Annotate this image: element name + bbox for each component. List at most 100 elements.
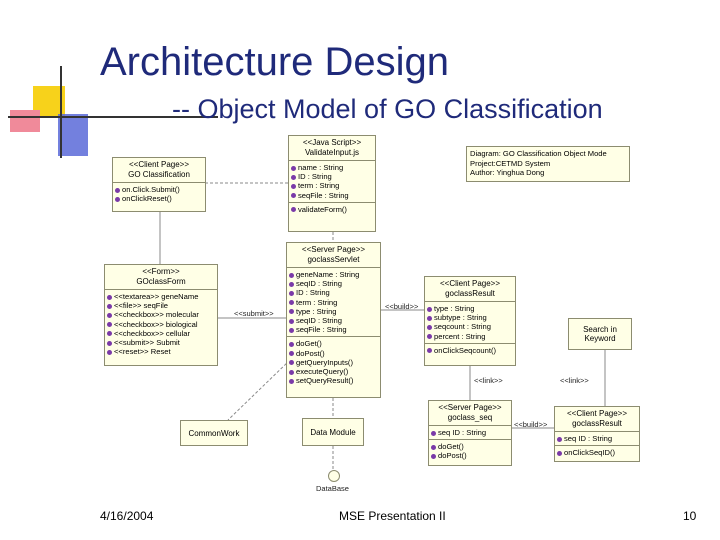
common-work-box: CommonWork xyxy=(180,420,248,446)
method-item: doGet() xyxy=(431,442,509,451)
method-item: setQueryResult() xyxy=(289,376,378,385)
class-header: <<Server Page>> goclassServlet xyxy=(287,243,380,268)
method-icon xyxy=(289,360,294,366)
note-line: Project:CETMD System xyxy=(470,158,551,168)
stereotype: <<Client Page>> xyxy=(128,160,190,169)
field-icon xyxy=(107,312,112,318)
stereotype: <<Server Page>> xyxy=(438,403,502,412)
attribute-item: subtype : String xyxy=(427,313,513,322)
method-icon xyxy=(115,187,120,193)
attribute-icon xyxy=(427,324,432,330)
stereotype: <<Server Page>> xyxy=(301,245,366,254)
common-work-label: CommonWork xyxy=(188,428,240,438)
method-item: onClickSeqID() xyxy=(557,448,637,457)
attribute-icon xyxy=(291,174,296,180)
method-icon xyxy=(289,369,294,375)
field-item: <<checkbox>> biological xyxy=(107,320,215,329)
title-decoration xyxy=(0,0,218,160)
class-goclass-result-seq: <<Client Page>> goclassResult seq ID : S… xyxy=(554,406,640,462)
attribute-icon xyxy=(289,281,294,287)
attribute-icon xyxy=(289,309,294,315)
attribute-icon xyxy=(291,165,296,171)
pink-square xyxy=(10,110,40,132)
method-list: on.Click.Submit() onClickReset() xyxy=(113,183,205,205)
vertical-rule xyxy=(60,66,62,158)
class-header: <<Server Page>> goclass_seq xyxy=(429,401,511,426)
attribute-item: seqFile : String xyxy=(289,325,378,334)
attribute-item: geneName : String xyxy=(289,270,378,279)
build-label: <<build>> xyxy=(385,302,419,311)
database-label: DataBase xyxy=(316,484,349,493)
method-icon xyxy=(289,378,294,384)
field-item: <<checkbox>> cellular xyxy=(107,329,215,338)
attribute-item: type : String xyxy=(427,304,513,313)
method-item: onClickSeqcount() xyxy=(427,346,513,355)
slide-title: Architecture Design xyxy=(100,40,450,84)
class-header: <<Client Page>> GO Classification xyxy=(113,158,205,183)
field-item: <<checkbox>> molecular xyxy=(107,310,215,319)
link-label: <<link>> xyxy=(474,376,503,385)
data-module-box: Data Module xyxy=(302,418,364,446)
class-name: goclassResult xyxy=(445,289,495,298)
method-list: validateForm() xyxy=(289,203,375,216)
slide-subtitle: -- Object Model of GO Classification xyxy=(172,94,603,124)
attribute-icon xyxy=(427,315,432,321)
connector-servlet-common xyxy=(227,359,291,421)
class-name: goclass_seq xyxy=(447,413,493,422)
class-header: <<Java Script>> ValidateInput.js xyxy=(289,136,375,161)
attribute-icon xyxy=(427,306,432,312)
class-header: <<Client Page>> goclassResult xyxy=(555,407,639,432)
attribute-icon xyxy=(289,318,294,324)
class-name: goclassResult xyxy=(572,419,622,428)
attribute-item: seqFile : String xyxy=(291,191,373,200)
field-icon xyxy=(107,340,112,346)
stereotype: <<Java Script>> xyxy=(302,138,362,147)
method-item: doPost() xyxy=(431,451,509,460)
method-item: validateForm() xyxy=(291,205,373,214)
attribute-item: ID : String xyxy=(291,172,373,181)
attribute-item: term : String xyxy=(291,181,373,190)
data-module-label: Data Module xyxy=(310,427,356,437)
blue-square xyxy=(58,114,88,156)
class-header: <<Client Page>> goclassResult xyxy=(425,277,515,302)
field-icon xyxy=(107,322,112,328)
attribute-icon xyxy=(291,183,296,189)
attribute-icon xyxy=(289,300,294,306)
class-goclass-result: <<Client Page>> goclassResult type : Str… xyxy=(424,276,516,366)
footer-presentation: MSE Presentation II xyxy=(339,509,446,523)
method-item: doGet() xyxy=(289,339,378,348)
field-icon xyxy=(107,303,112,309)
note-line: Diagram: GO Classification Object Mode xyxy=(470,149,607,158)
method-item: onClickReset() xyxy=(115,194,203,203)
diagram-note: Diagram: GO Classification Object Mode P… xyxy=(466,146,630,182)
class-goclass-form: <<Form>> GOclassForm <<textarea>> geneNa… xyxy=(104,264,218,366)
attribute-icon xyxy=(427,334,432,340)
stereotype: <<Form>> xyxy=(142,267,180,276)
method-icon xyxy=(289,341,294,347)
attribute-list: seq ID : String xyxy=(555,432,639,447)
method-icon xyxy=(557,450,562,456)
method-item: doPost() xyxy=(289,349,378,358)
attribute-icon xyxy=(289,327,294,333)
horizontal-rule xyxy=(8,116,218,118)
field-item: <<textarea>> geneName xyxy=(107,292,215,301)
note-line: Author: Yinghua Dong xyxy=(470,168,545,177)
class-name: GOclassForm xyxy=(136,277,186,286)
stereotype: <<Client Page>> xyxy=(439,279,501,288)
attribute-icon xyxy=(431,430,436,436)
class-name: ValidateInput.js xyxy=(304,148,360,157)
method-icon xyxy=(431,453,436,459)
attribute-list: type : String subtype : String seqcount … xyxy=(425,302,515,344)
class-goclass-seq: <<Server Page>> goclass_seq seq ID : Str… xyxy=(428,400,512,466)
link-label: <<link>> xyxy=(560,376,589,385)
database-icon xyxy=(328,470,340,482)
class-validate-input: <<Java Script>> ValidateInput.js name : … xyxy=(288,135,376,232)
method-list: doGet() doPost() xyxy=(429,440,511,462)
class-header: <<Form>> GOclassForm xyxy=(105,265,217,290)
field-icon xyxy=(107,331,112,337)
field-list: <<textarea>> geneName <<file>> seqFile <… xyxy=(105,290,217,358)
submit-label: <<submit>> xyxy=(234,309,274,318)
method-icon xyxy=(427,348,432,354)
method-list: onClickSeqcount() xyxy=(425,344,515,357)
attribute-list: seq ID : String xyxy=(429,426,511,441)
